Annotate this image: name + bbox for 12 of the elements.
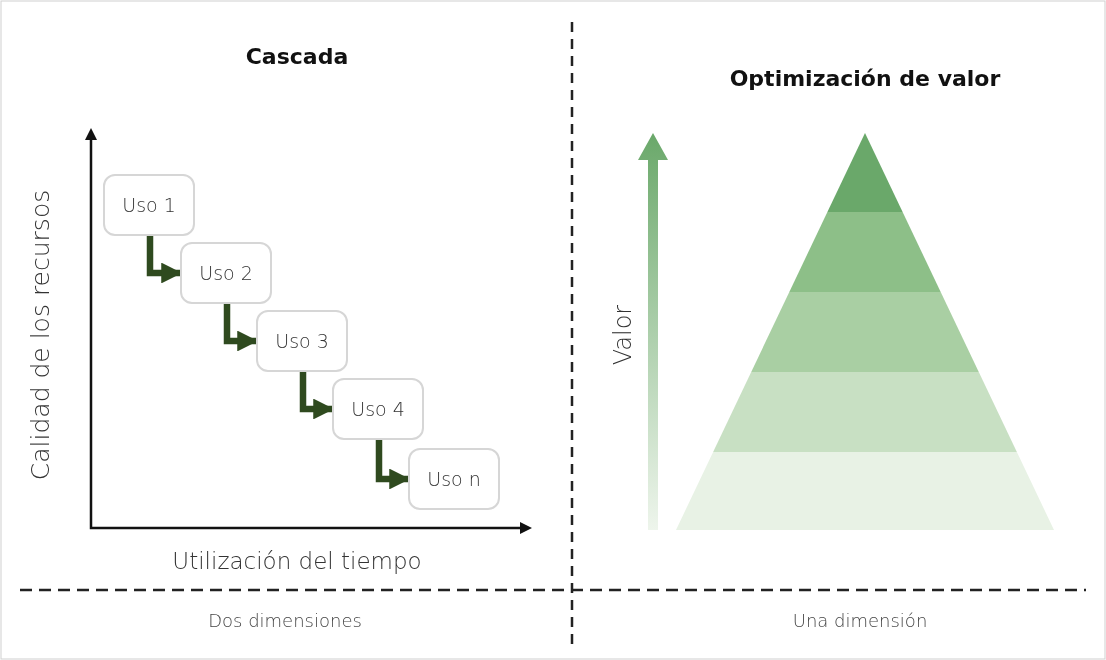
section-label: Dos dimensiones: [208, 609, 362, 631]
process-box: Uso 4: [332, 378, 424, 440]
process-box: Uso 3: [256, 310, 348, 372]
heading: Optimización de valor: [729, 65, 1001, 91]
axis-label: Calidad de los recursos: [25, 189, 55, 481]
process-box: Uso n: [408, 448, 500, 510]
process-box: Uso 1: [103, 174, 195, 236]
process-box: Uso 2: [180, 242, 272, 304]
axis-label: Valor: [609, 304, 637, 366]
section-label: Una dimensión: [792, 609, 928, 631]
heading: Cascada: [245, 43, 349, 69]
axis-label: Utilización del tiempo: [172, 548, 422, 574]
